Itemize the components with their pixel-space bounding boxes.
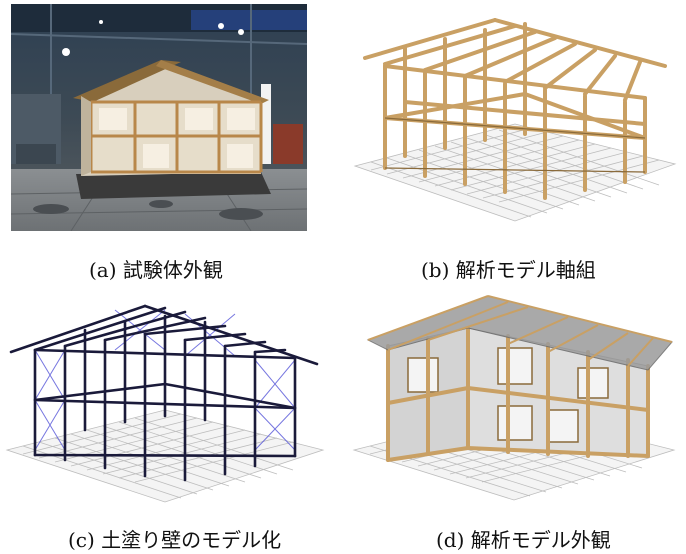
figure-a-caption: (a) 試験体外観: [89, 258, 223, 282]
figure-d-caption: (d) 解析モデル外観: [436, 528, 611, 552]
exterior-model: [352, 295, 676, 501]
wall-model: [5, 304, 325, 503]
figure-d-exterior-model: [348, 288, 678, 503]
figure-b-caption: (b) 解析モデル軸組: [421, 258, 596, 282]
specimen-photograph: [11, 4, 307, 231]
figure-c-caption: (c) 土塗り壁のモデル化: [68, 528, 282, 552]
figure-a-photo: [11, 4, 307, 231]
figure-c-wall-model: [5, 290, 325, 505]
figure-b-frame-model: [345, 6, 679, 226]
timber-frame-model: [353, 18, 677, 222]
